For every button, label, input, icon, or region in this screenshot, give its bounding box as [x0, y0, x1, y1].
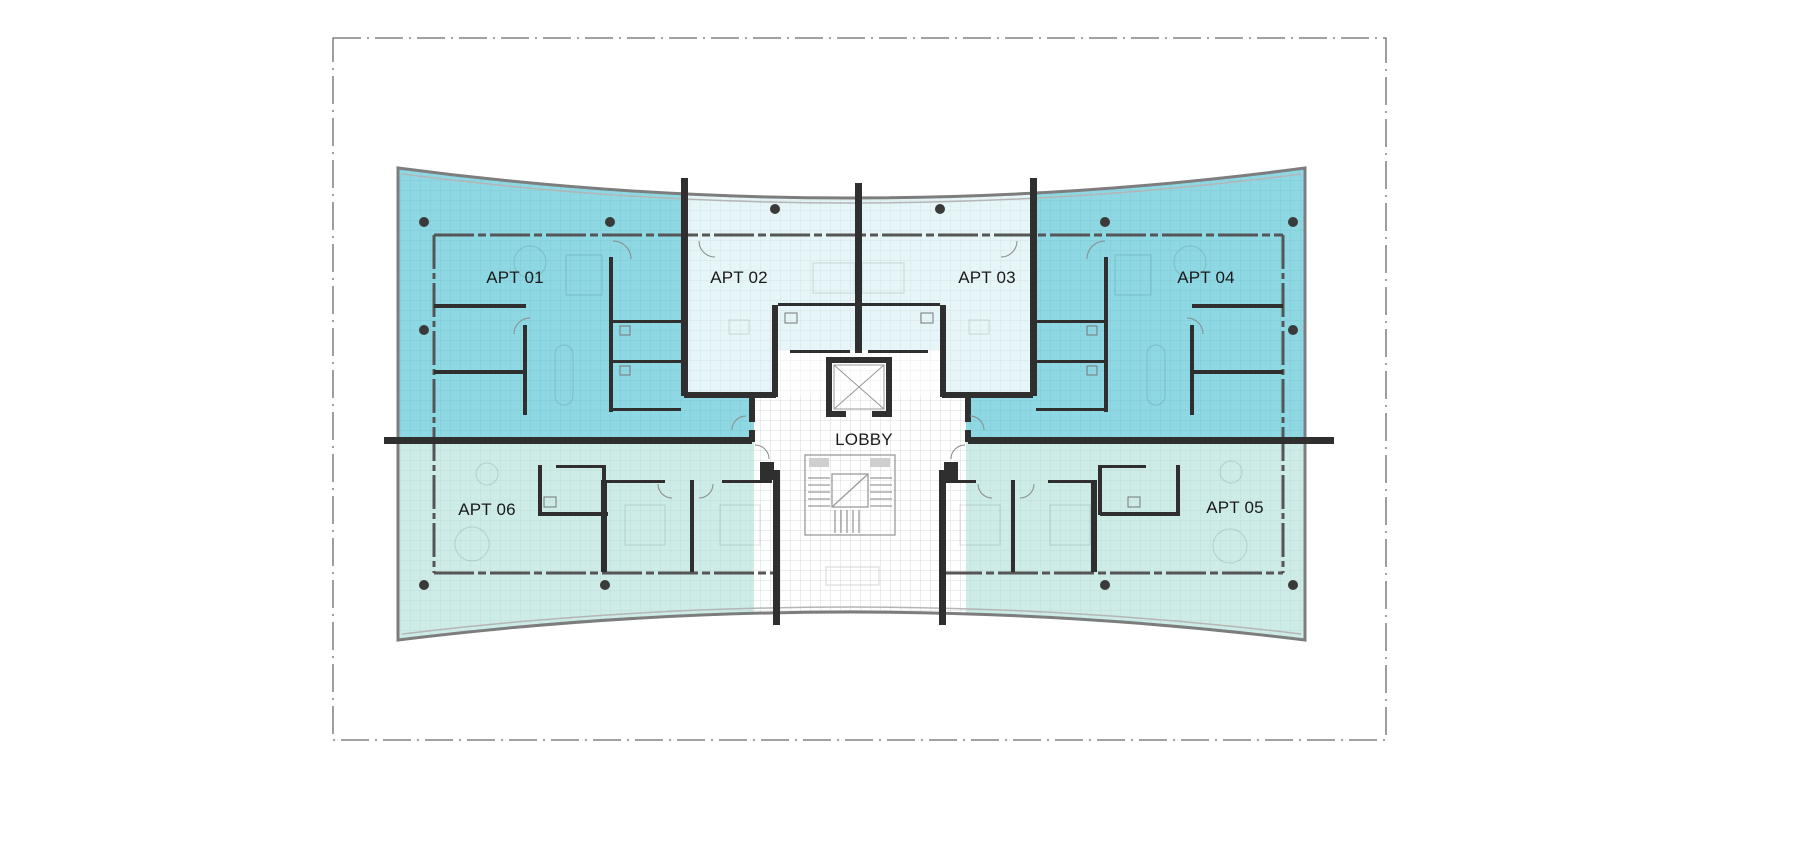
columns — [419, 204, 1298, 590]
floor-plate — [398, 168, 1305, 640]
label-apt-01: APT 01 — [486, 268, 544, 287]
lobby-table-icon — [825, 566, 880, 586]
plate-edge — [396, 166, 1307, 642]
furniture — [454, 245, 1248, 564]
stair-icon — [804, 454, 896, 536]
label-lobby: LOBBY — [835, 430, 893, 449]
door-swings — [513, 240, 1204, 499]
lift-icon — [833, 364, 885, 410]
label-apt-02: APT 02 — [710, 268, 768, 287]
label-apt-06: APT 06 — [458, 500, 516, 519]
site-boundary — [332, 37, 1387, 741]
structural-walls — [384, 178, 1334, 625]
bathroom-fixtures — [543, 312, 1141, 508]
label-apt-03: APT 03 — [958, 268, 1016, 287]
label-apt-04: APT 04 — [1177, 268, 1235, 287]
label-apt-05: APT 05 — [1206, 498, 1264, 517]
